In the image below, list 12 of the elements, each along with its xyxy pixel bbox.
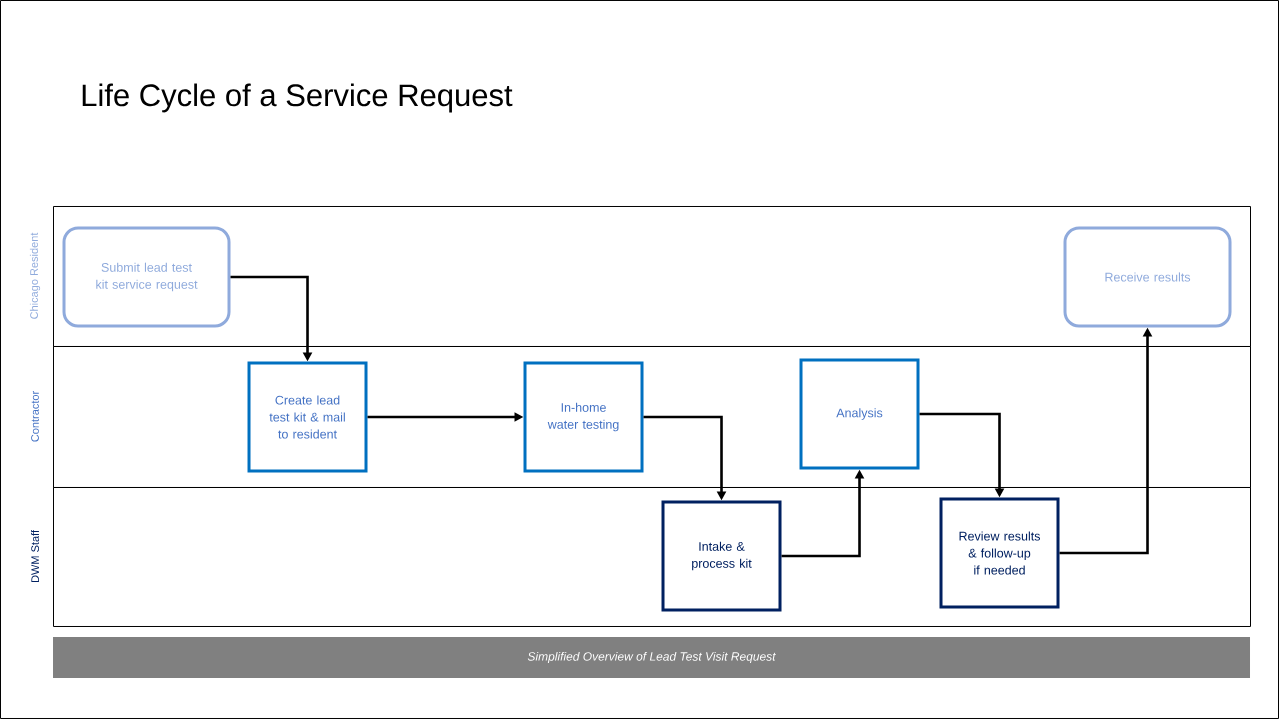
rounded-box: Receive results bbox=[1063, 226, 1232, 328]
process-box: Analysis bbox=[799, 358, 920, 470]
title: Life Cycle of a Service Request bbox=[82, 83, 513, 113]
process-box: Create lead test kit & mail to resident bbox=[247, 361, 368, 473]
caption-bar: Simplified Overview of Lead Test Visit Request bbox=[53, 637, 1250, 678]
node-label: DWM Staff bbox=[30, 529, 40, 583]
process-box: Review results & follow-up if needed bbox=[939, 497, 1060, 609]
node-label: Contractor bbox=[31, 391, 39, 442]
rounded-box: Submit lead test kit service request bbox=[62, 226, 231, 328]
node-label: Chicago Resident bbox=[29, 232, 41, 319]
process-box: In-home water testing bbox=[523, 361, 644, 473]
process-box: Intake & process kit bbox=[661, 500, 782, 612]
